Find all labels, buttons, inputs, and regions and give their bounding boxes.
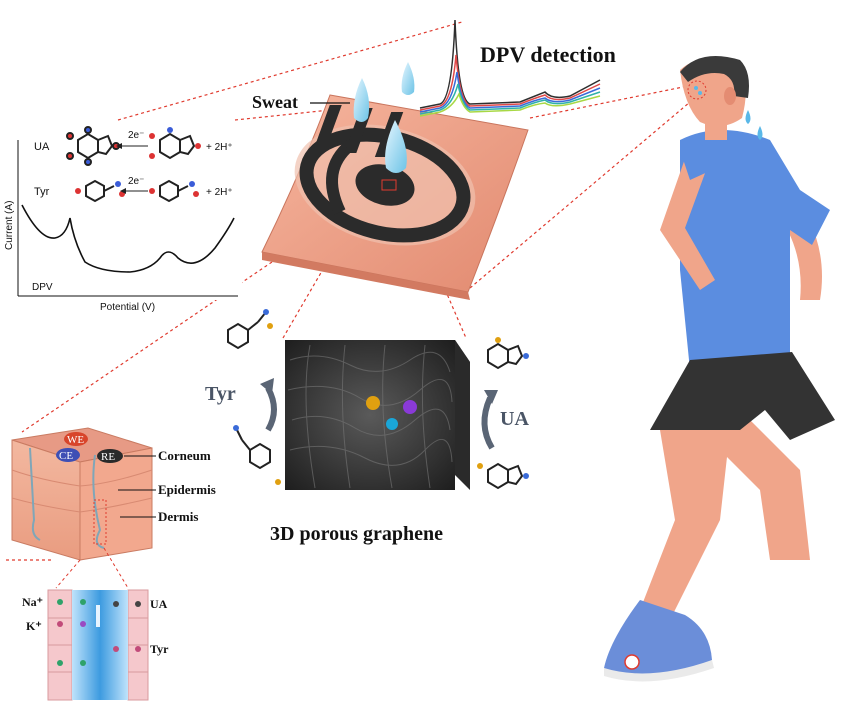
diagram-title: DPV detection	[480, 42, 616, 67]
tyr-adsorbed-dot	[366, 396, 380, 410]
ua-arrow-label: UA	[500, 408, 529, 430]
tyr-vessel-label: Tyr	[150, 642, 169, 656]
ce-electrode	[56, 448, 80, 462]
ua-vessel-label: UA	[150, 597, 168, 611]
dpv-curve-label: DPV	[32, 282, 53, 293]
epidermis-label: Epidermis	[158, 482, 216, 497]
mechanism-panel	[6, 122, 242, 300]
ua-adsorbed-dot	[403, 400, 417, 414]
ce-label: CE	[59, 450, 73, 462]
electron-label-ua: 2e⁻	[128, 130, 144, 141]
dermis-label: Dermis	[158, 509, 198, 524]
product-label-ua: + 2H⁺	[206, 142, 233, 153]
ua-molecule-reactant	[66, 126, 120, 166]
ua-molecule-top	[487, 337, 529, 370]
tyr-reaction-label: Tyr	[34, 186, 50, 198]
blood-vessel	[47, 589, 149, 701]
sweat-droplet	[401, 62, 415, 95]
sweat-droplet	[353, 78, 370, 122]
tyr-arrow	[265, 386, 277, 432]
guide-line	[103, 547, 129, 589]
re-label: RE	[101, 451, 115, 463]
na-ion-label: Na⁺	[22, 595, 43, 609]
graphene-caption: 3D porous graphene	[270, 523, 443, 545]
ion-dot	[386, 418, 398, 430]
re-electrode	[97, 449, 123, 463]
ua-molecule-product	[149, 127, 201, 160]
ua-reaction-label: UA	[34, 141, 50, 153]
tyr-arrow-label: Tyr	[205, 383, 236, 405]
tyr-molecule-product	[149, 179, 199, 203]
we-electrode	[64, 432, 88, 446]
we-label: WE	[67, 434, 84, 446]
product-label-tyr: + 2H⁺	[206, 187, 233, 198]
sweat-label: Sweat	[252, 92, 298, 112]
graphene-cube	[285, 340, 470, 490]
arrowhead	[484, 390, 498, 404]
k-ion-label: K⁺	[26, 619, 42, 633]
ua-arrow	[481, 396, 495, 450]
arrowhead	[260, 378, 274, 394]
tyr-molecule-top	[227, 309, 273, 350]
tyr-molecule-bottom	[233, 425, 281, 485]
ua-molecule-bottom	[477, 462, 529, 490]
runner-figure	[604, 56, 835, 682]
y-axis-label: Current (A)	[4, 201, 15, 250]
sweat-droplet	[385, 120, 407, 173]
corneum-label: Corneum	[158, 448, 211, 463]
arrowhead	[120, 188, 126, 194]
electron-label-tyr: 2e⁻	[128, 176, 144, 187]
dpv-peaks-graph	[419, 19, 601, 117]
dpv-curve	[21, 204, 235, 273]
arrowhead	[116, 143, 122, 149]
skin-block	[11, 427, 156, 561]
x-axis-label: Potential (V)	[100, 302, 155, 313]
guide-line	[55, 559, 81, 589]
